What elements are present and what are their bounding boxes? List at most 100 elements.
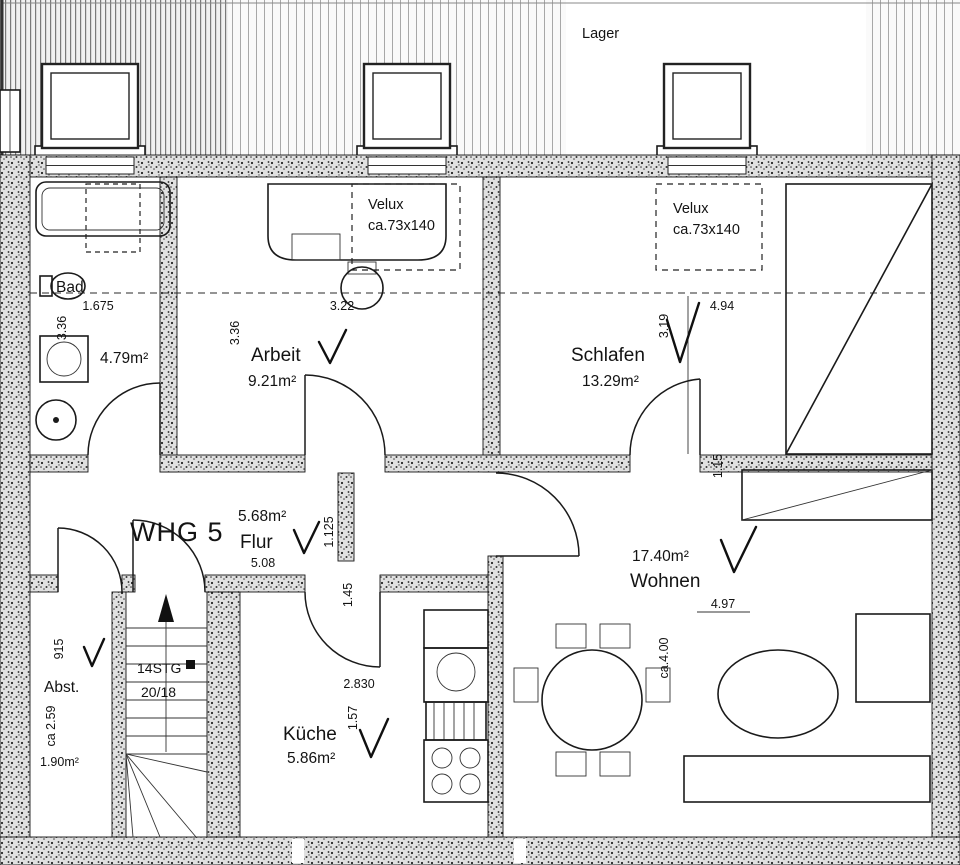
stove [423, 739, 489, 803]
doors [57, 374, 701, 668]
door-swing-arc [57, 527, 123, 593]
bathroom-fixtures [35, 181, 171, 441]
chair [645, 667, 671, 703]
sofa [683, 755, 931, 803]
dim-kueche-width: 2.830 [343, 677, 374, 691]
skylight-right [656, 62, 758, 159]
roof-slope-diagonal [785, 183, 933, 455]
dim-arbeit-width: 3.22 [330, 299, 354, 313]
door-swing-arc [629, 378, 701, 456]
room-name-kueche: Küche [283, 724, 337, 745]
door-arbeit [304, 374, 386, 456]
check-mark-abstell [82, 637, 106, 668]
stairs-count-label: 14STG [137, 660, 181, 676]
chair [599, 751, 631, 777]
wall-exterior-top [0, 154, 960, 178]
wall-bad-arbeit [159, 176, 178, 473]
wall-exterior-bottom [0, 836, 960, 865]
door-swing-arc [304, 374, 386, 456]
dim-schlafen-width: 4.94 [710, 299, 734, 313]
skylight-middle [356, 62, 458, 159]
room-area-bad: 4.79m² [100, 350, 148, 367]
kueche-appliances [423, 609, 489, 803]
velux-size-arbeit: ca.73x140 [368, 218, 435, 234]
check-mark-arbeit [317, 328, 348, 365]
washer-drum [35, 399, 77, 441]
velux-projection [351, 183, 461, 271]
check-mark-wohnen [719, 525, 758, 574]
wall-flur-bottom-seg3 [204, 574, 306, 593]
chair-back [347, 261, 377, 275]
skylight-frame [662, 62, 752, 150]
velux-label-arbeit: Velux [368, 197, 404, 213]
walls [0, 154, 960, 865]
door-swing-arc [132, 519, 206, 593]
room-name-schlafen: Schlafen [571, 345, 645, 366]
desk-tray [291, 233, 341, 261]
dim-flur-niche: 1.45 [341, 583, 355, 607]
room-name-flur: Flur [240, 532, 273, 553]
burner [459, 773, 481, 795]
sink-basin [46, 341, 82, 377]
stair-direction-arrow [158, 594, 174, 622]
room-area-wohnen: 17.40m² [632, 548, 689, 565]
door-wohnen [495, 472, 580, 557]
door-entrance [132, 519, 206, 593]
check-marks [82, 301, 758, 759]
check-mark-kueche [358, 717, 390, 759]
kitchen-sink-basin [436, 652, 476, 692]
door-bad [87, 382, 161, 456]
skylight-glass [372, 72, 442, 140]
dim-schlafen-niche: 1.15 [711, 454, 725, 478]
wall-abst-stairs [111, 591, 127, 838]
dim-kueche-niche: 1.57 [346, 706, 360, 730]
wohnen-furniture [513, 469, 933, 803]
room-name-arbeit: Arbeit [251, 345, 301, 366]
washer-center [53, 417, 59, 423]
unit-label: WHG 5 [130, 517, 224, 547]
bed [785, 183, 933, 455]
room-area-kueche: 5.86m² [287, 750, 335, 767]
bathtub-outer [35, 181, 171, 237]
attic-label: Lager [582, 26, 619, 42]
toilet-tank [39, 275, 53, 297]
burner [431, 773, 453, 795]
door-abstell [57, 527, 123, 593]
chair [555, 623, 587, 649]
skylight-frame [40, 62, 140, 150]
room-name-wohnen: Wohnen [630, 571, 700, 592]
shower-dashed [85, 183, 141, 253]
wall-flur-wohnen [487, 555, 504, 838]
stair-winder [125, 753, 161, 838]
skylight-glass [50, 72, 130, 140]
skylight-glass [672, 72, 742, 140]
skylight-frame [362, 62, 452, 150]
stair-marker [186, 660, 195, 669]
bottom-wall-jamb-right [514, 839, 526, 863]
dim-bad-depth: 3.36 [55, 316, 69, 340]
dim-bad-width: 1.675 [82, 299, 113, 313]
room-area-abstell: 1.90m² [40, 755, 79, 769]
chair [555, 751, 587, 777]
dim-wohnen-width: 4.97 [711, 597, 735, 611]
dim-flur-width: 1.125 [322, 516, 336, 547]
chair [513, 667, 539, 703]
top-wall-windows [45, 156, 747, 175]
coffee-table [717, 649, 839, 739]
burner [459, 747, 481, 769]
arbeit-furniture [267, 183, 461, 310]
wall-arbeit-schlafen [482, 176, 501, 473]
dim-arbeit-depth: 3.36 [228, 321, 242, 345]
velux-projection [655, 183, 763, 271]
dim-abstell-depth: ca 2.59 [44, 705, 58, 746]
door-schlafen [629, 378, 701, 456]
dim-flur-length: 5.08 [251, 556, 275, 570]
wall-mid-seg3 [384, 454, 631, 473]
dim-abstell-width: 915 [52, 639, 66, 660]
roof-hatch-right [866, 0, 960, 155]
schlafen-furniture [655, 183, 933, 455]
wall-mid-seg4 [699, 454, 933, 473]
room-name-abstell: Abst. [44, 679, 79, 696]
